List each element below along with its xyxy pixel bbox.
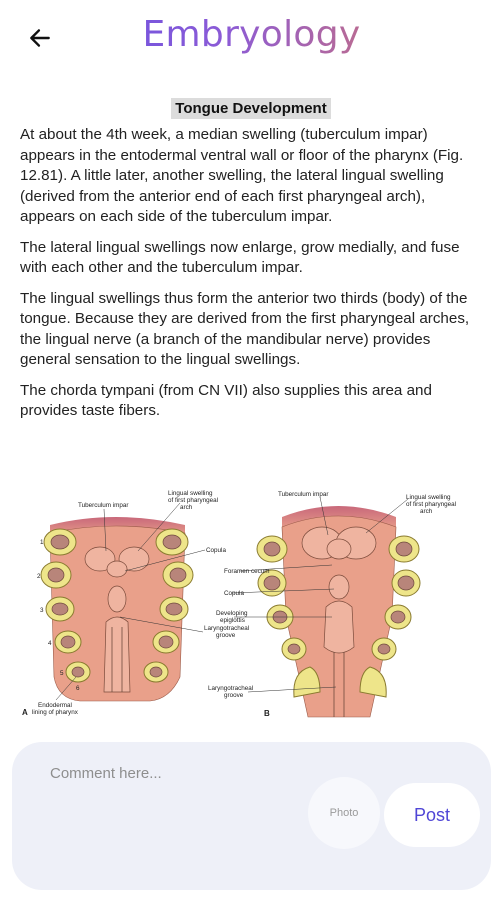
arrow-left-icon	[30, 29, 50, 47]
arch-number: 2	[37, 573, 41, 580]
article-paragraph: The lingual swellings thus form the ante…	[20, 289, 470, 369]
article-paragraph: At about the 4th week, a median swelling…	[20, 126, 464, 225]
comment-input[interactable]	[48, 764, 312, 783]
panel-letter: A	[22, 708, 28, 717]
figure-label: arch	[180, 504, 193, 511]
figure-label: groove	[224, 692, 244, 699]
figure-label: epiglottis	[220, 617, 245, 624]
figure-illustration: 1 2 3 4 5 6 Tuberculum impar Lingual swe…	[22, 490, 456, 718]
post-button-label: Post	[413, 804, 451, 825]
arch-number: 1	[40, 539, 44, 546]
figure-label: Laryngotracheal	[204, 625, 249, 632]
figure-label: Laryngotracheal	[208, 685, 253, 692]
article-content: Tongue Development At about the 4th week…	[20, 98, 482, 432]
figure-label: Copula	[206, 547, 226, 554]
figure-label: groove	[216, 632, 236, 639]
figure-label: Lingual swelling	[406, 494, 451, 501]
figure-label: of first pharyngeal	[168, 497, 218, 504]
figure-panel-b: Tuberculum impar Lingual swelling of fir…	[208, 491, 456, 718]
figure-label: Copula	[224, 590, 244, 597]
arch-number: 4	[48, 640, 52, 647]
post-button[interactable]: Post	[384, 783, 480, 847]
tongue-development-figure: 1 2 3 4 5 6 Tuberculum impar Lingual swe…	[20, 487, 482, 722]
figure-label: lining of pharynx	[32, 709, 79, 716]
figure-label: Foramen cecum	[224, 568, 270, 575]
comment-composer: Photo Post	[12, 742, 491, 890]
figure-label: Tuberculum impar	[78, 502, 129, 509]
article-paragraph: The chorda tympani (from CN VII) also su…	[20, 381, 432, 420]
figure-label: Tuberculum impar	[278, 491, 329, 498]
photo-button-label: Photo	[329, 807, 359, 819]
article-title: Tongue Development	[171, 98, 331, 119]
back-button[interactable]	[22, 20, 58, 56]
figure-panel-a: 1 2 3 4 5 6 Tuberculum impar Lingual swe…	[22, 490, 249, 717]
panel-letter: B	[264, 709, 270, 718]
arch-number: 5	[60, 670, 64, 677]
figure-label: arch	[420, 508, 433, 515]
figure-label: Developing	[216, 610, 248, 617]
app-bar: Embryology	[0, 0, 503, 84]
photo-button[interactable]: Photo	[308, 777, 380, 849]
app-title: Embryology	[0, 14, 503, 55]
article-paragraph: The lateral lingual swellings now enlarg…	[20, 238, 460, 277]
figure-label: Lingual swelling	[168, 490, 213, 497]
arch-number: 3	[40, 607, 44, 614]
arch-number: 6	[76, 685, 80, 692]
figure-label: Endodermal	[38, 702, 72, 709]
figure-label: of first pharyngeal	[406, 501, 456, 508]
